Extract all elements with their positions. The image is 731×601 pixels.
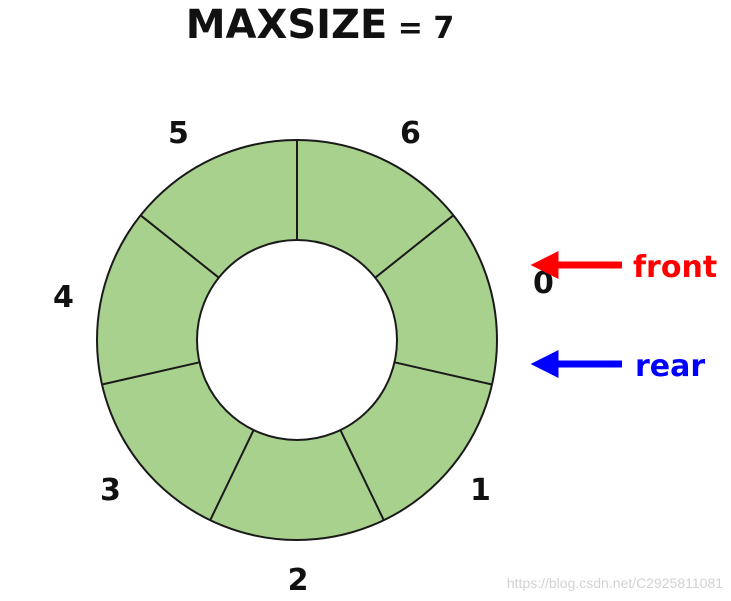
slot-divider [101, 361, 200, 386]
slot-divider [394, 361, 493, 386]
slot-label-0: 0 [533, 266, 554, 301]
diagram-title: MAXSIZE = 7 [186, 2, 455, 48]
watermark: https://blog.csdn.net/C2925811081 [506, 575, 723, 591]
slot-divider [139, 214, 220, 279]
slot-divider [374, 214, 455, 279]
front-label: front [633, 250, 717, 285]
slot-label-5: 5 [168, 116, 189, 151]
rear-label: rear [635, 349, 705, 384]
slot-divider [339, 429, 385, 521]
queue-ring [96, 139, 498, 541]
slot-divider [209, 429, 255, 521]
title-value: = 7 [387, 11, 454, 46]
slot-label-3: 3 [100, 473, 121, 508]
title-main: MAXSIZE [186, 2, 388, 48]
slot-label-6: 6 [400, 116, 421, 151]
slot-label-4: 4 [53, 280, 74, 315]
ring-inner-hole [196, 239, 398, 441]
slot-label-1: 1 [470, 473, 491, 508]
slot-label-2: 2 [288, 563, 309, 598]
